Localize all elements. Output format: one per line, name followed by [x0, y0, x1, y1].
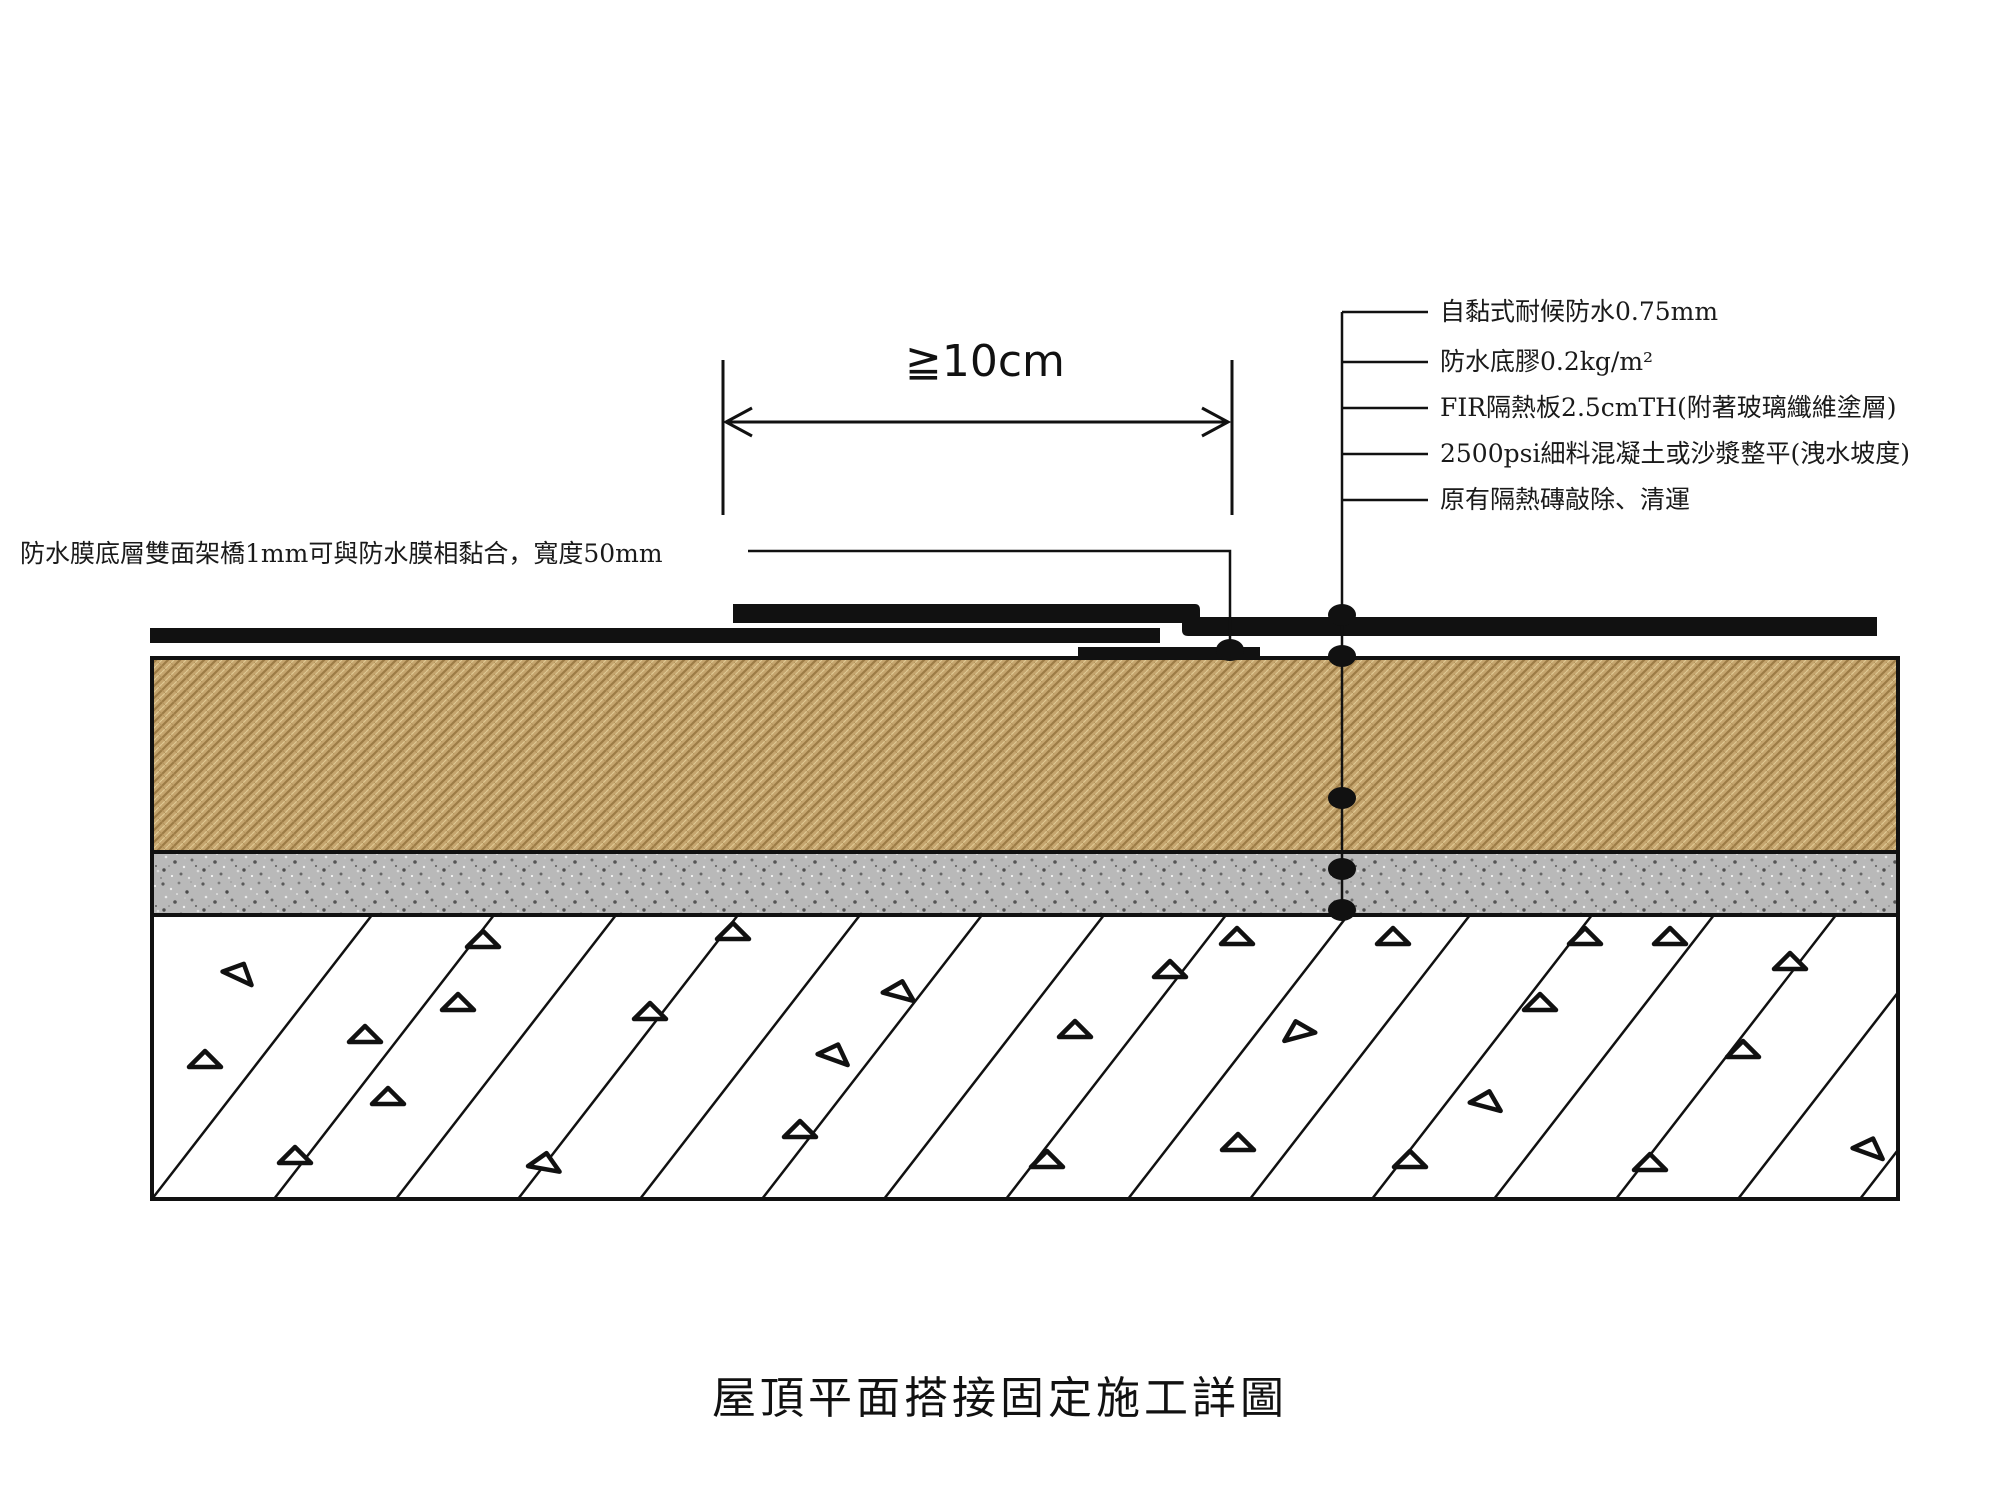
- aggregate-mark: [1391, 1148, 1429, 1170]
- aggregate-mark: [1566, 925, 1604, 947]
- overlap-strip-label: 防水膜底層雙面架橋1mm可與防水膜相黏合，寬度50mm: [20, 539, 663, 568]
- label-waterproof-membrane: 自黏式耐候防水0.75mm: [1440, 297, 1718, 326]
- aggregate-mark: [1724, 1038, 1762, 1060]
- aggregate-mark: [1651, 925, 1689, 947]
- aggregate-mark: [1056, 1018, 1094, 1040]
- leader-dot-slab: [1328, 899, 1356, 921]
- aggregate-mark: [631, 1000, 669, 1022]
- upper-overlap-membrane: [733, 604, 1877, 636]
- hatch-line: [1005, 915, 1227, 1199]
- aggregate-mark: [1028, 1148, 1066, 1170]
- aggregate-mark: [346, 1023, 384, 1045]
- aggregate-mark: [880, 979, 916, 1004]
- overlap-strip-leader: [748, 549, 1232, 640]
- aggregate-mark: [525, 1150, 562, 1174]
- hatch-line: [639, 915, 861, 1199]
- mortar-leveling-layer: [150, 850, 1900, 917]
- label-mortar-leveling: 2500psi細料混凝土或沙漿整平(洩水坡度): [1440, 439, 1910, 468]
- label-existing-removal: 原有隔熱磚敲除、清運: [1440, 485, 1690, 514]
- double-sided-bridge-strip: [1078, 647, 1260, 657]
- aggregate-mark: [1218, 925, 1256, 947]
- aggregate-mark: [1771, 950, 1809, 972]
- hatch-line: [152, 915, 373, 1199]
- aggregate-mark: [276, 1144, 314, 1166]
- aggregate-mark: [1219, 1131, 1257, 1153]
- dimension-label: ≧10cm: [905, 336, 1065, 387]
- layer-leader: [1328, 310, 1428, 921]
- hatch-line: [1493, 915, 1715, 1199]
- hatch-line: [395, 915, 617, 1199]
- hatch-line: [1249, 915, 1471, 1199]
- hatch-line: [1737, 990, 1898, 1199]
- overlap-leader-dot: [1216, 639, 1244, 661]
- aggregate-mark: [1521, 991, 1559, 1013]
- aggregate-mark: [815, 1042, 850, 1068]
- drawing-title: 屋頂平面搭接固定施工詳圖: [712, 1373, 1288, 1424]
- aggregate-mark: [439, 991, 477, 1013]
- lower-left-membrane: [150, 628, 1160, 643]
- leader-dot-mortar: [1328, 858, 1356, 880]
- hatch-line: [1982, 915, 2000, 1199]
- layer-labels: 自黏式耐候防水0.75mm 防水底膠0.2kg/m² FIR隔熱板2.5cmTH…: [1440, 297, 1910, 514]
- aggregate-mark: [186, 1048, 224, 1070]
- hatch-line: [761, 915, 983, 1199]
- aggregate-mark: [369, 1085, 407, 1107]
- concrete-aggregate-marks: [186, 920, 1885, 1174]
- aggregate-mark: [1850, 1136, 1885, 1162]
- aggregate-mark: [714, 920, 752, 942]
- aggregate-mark: [464, 928, 502, 950]
- aggregate-mark: [1151, 958, 1189, 980]
- waterproof-membranes: [150, 604, 1877, 661]
- aggregate-mark: [220, 961, 254, 988]
- hatch-line: [883, 915, 1105, 1199]
- leader-dot-membrane: [1328, 604, 1356, 626]
- hatch-line: [273, 915, 495, 1199]
- label-primer: 防水底膠0.2kg/m²: [1440, 347, 1653, 376]
- hatch-line: [517, 915, 739, 1199]
- aggregate-mark: [1631, 1151, 1669, 1173]
- aggregate-mark: [781, 1118, 819, 1140]
- aggregate-mark: [1282, 1019, 1318, 1044]
- existing-concrete-slab-layer: [150, 913, 2000, 1201]
- leader-dot-insulation: [1328, 787, 1356, 809]
- hatch-line: [1127, 915, 1349, 1199]
- substrate-layers: [150, 656, 2000, 1201]
- aggregate-mark: [1374, 925, 1412, 947]
- label-fir-insulation: FIR隔熱板2.5cmTH(附著玻璃纖維塗層): [1440, 393, 1897, 422]
- fir-insulation-board-layer: [150, 656, 1900, 854]
- leader-dot-primer: [1328, 645, 1356, 667]
- aggregate-mark: [1467, 1089, 1503, 1114]
- overlap-dimension: [721, 360, 1234, 515]
